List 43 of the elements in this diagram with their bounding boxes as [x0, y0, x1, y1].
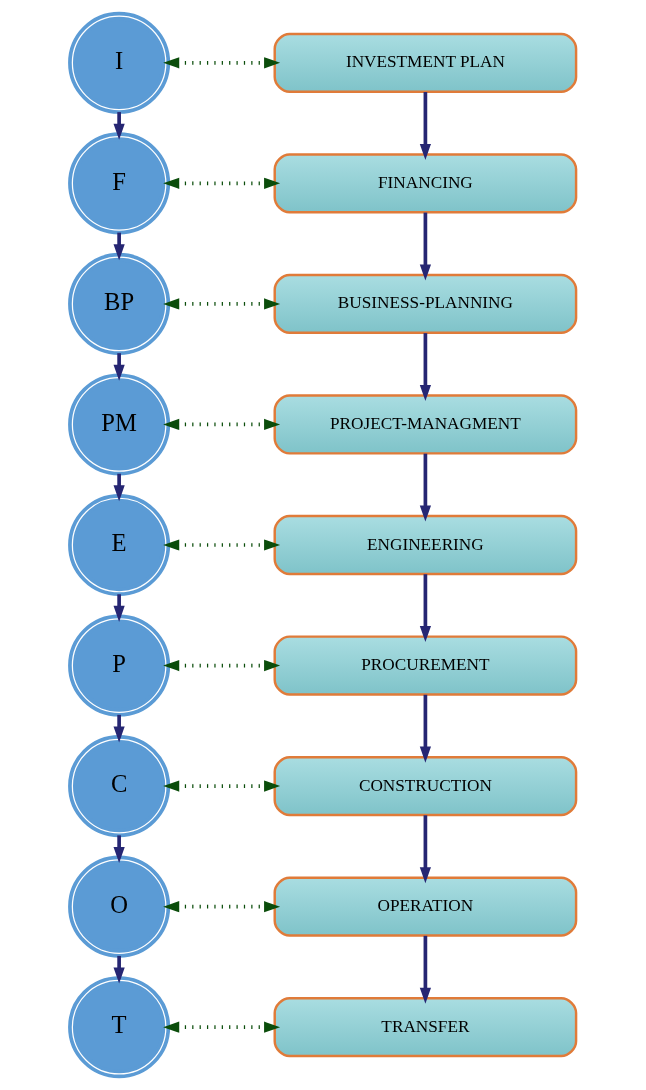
- node-circle: O: [68, 855, 171, 958]
- arrow: [163, 780, 281, 792]
- arrow: [419, 815, 431, 884]
- node-box: OPERATION: [273, 876, 578, 937]
- arrow: [113, 835, 125, 863]
- node-box: TRANSFER: [273, 997, 578, 1058]
- arrow: [113, 473, 125, 502]
- arrow: [419, 212, 431, 281]
- arrow: [419, 935, 431, 1004]
- arrow: [419, 333, 431, 402]
- arrow: [113, 714, 125, 743]
- arrow: [419, 694, 431, 763]
- node-circle: P: [68, 614, 171, 717]
- arrow: [163, 539, 281, 551]
- node-circle: T: [68, 976, 171, 1079]
- node-box: BUSINESS-PLANNING: [273, 273, 578, 335]
- node-box: FINANCING: [273, 153, 578, 214]
- arrow: [113, 353, 125, 381]
- node-box: CONSTRUCTION: [273, 755, 578, 817]
- node-circle: PM: [68, 373, 171, 476]
- node-circle: F: [68, 132, 171, 235]
- arrow: [163, 298, 281, 310]
- arrow: [163, 418, 281, 431]
- arrow: [419, 92, 431, 160]
- arrow: [113, 594, 125, 622]
- node-circle: E: [68, 493, 171, 597]
- node-box: ENGINEERING: [273, 514, 578, 576]
- node-circle: BP: [68, 252, 171, 355]
- arrow: [419, 453, 431, 522]
- arrow: [113, 955, 125, 984]
- node-box: PROJECT-MANAGMENT: [273, 394, 578, 455]
- arrow: [163, 901, 281, 913]
- arrow: [163, 659, 281, 672]
- arrow: [113, 112, 125, 140]
- node-circle: I: [68, 11, 171, 114]
- arrow: [163, 57, 281, 69]
- arrow: [163, 177, 281, 189]
- node-circle: C: [68, 735, 171, 838]
- arrow: [113, 232, 125, 261]
- arrow: [419, 574, 431, 643]
- node-box: INVESTMENT PLAN: [273, 32, 578, 93]
- node-box: PROCUREMENT: [273, 635, 578, 696]
- arrow: [163, 1021, 281, 1033]
